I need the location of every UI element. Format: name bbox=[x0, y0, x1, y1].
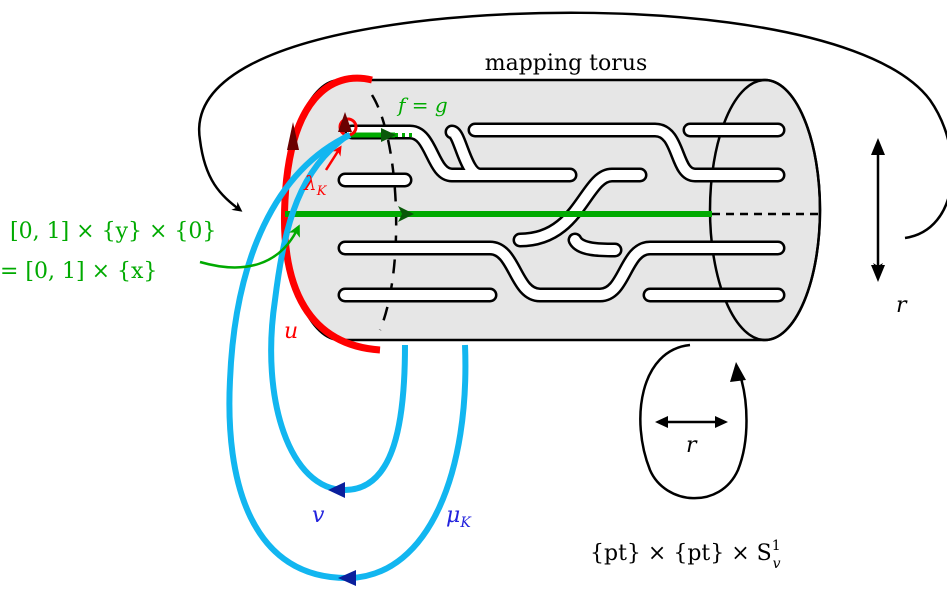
r-horizontal-arrow-left bbox=[655, 416, 668, 428]
interval-label-line2: = [0, 1] × {x} bbox=[0, 259, 157, 284]
mu-k-label: μK bbox=[446, 503, 472, 531]
v-arrowhead bbox=[328, 482, 345, 498]
r-bottom-label: r bbox=[686, 433, 698, 458]
mu-arrowhead bbox=[338, 570, 356, 586]
curve-mu-k bbox=[226, 132, 469, 582]
top-loop-arrow bbox=[197, 11, 947, 240]
r-horizontal-arrow-right bbox=[715, 416, 728, 428]
cylinder-right-end bbox=[708, 78, 822, 342]
green-interval-arrowhead bbox=[398, 206, 414, 222]
title-label: mapping torus bbox=[485, 51, 648, 76]
curve-u bbox=[280, 74, 381, 354]
lambda-k-label: λK bbox=[303, 171, 328, 199]
u-arrowhead bbox=[287, 122, 299, 150]
v-label: v bbox=[312, 503, 325, 528]
r-right-label: r bbox=[896, 293, 908, 318]
r-vertical-arrow-top bbox=[871, 138, 885, 155]
f-equals-g-label: f = g bbox=[396, 93, 448, 117]
s1-circle bbox=[639, 343, 748, 500]
interval-label-line1: [0, 1] × {y} × {0} bbox=[10, 219, 216, 244]
braid-strands bbox=[337, 122, 786, 303]
curve-v bbox=[268, 132, 408, 494]
green-top-arrowhead bbox=[381, 128, 396, 142]
u-label: u bbox=[284, 319, 298, 344]
s1-circle-arrowhead bbox=[730, 362, 746, 382]
lambda-dark-arrowhead bbox=[338, 112, 352, 132]
lambda-pointer bbox=[324, 145, 342, 171]
r-vertical-arrow-bottom bbox=[871, 265, 885, 282]
interval-pointer-arrow bbox=[199, 224, 300, 269]
